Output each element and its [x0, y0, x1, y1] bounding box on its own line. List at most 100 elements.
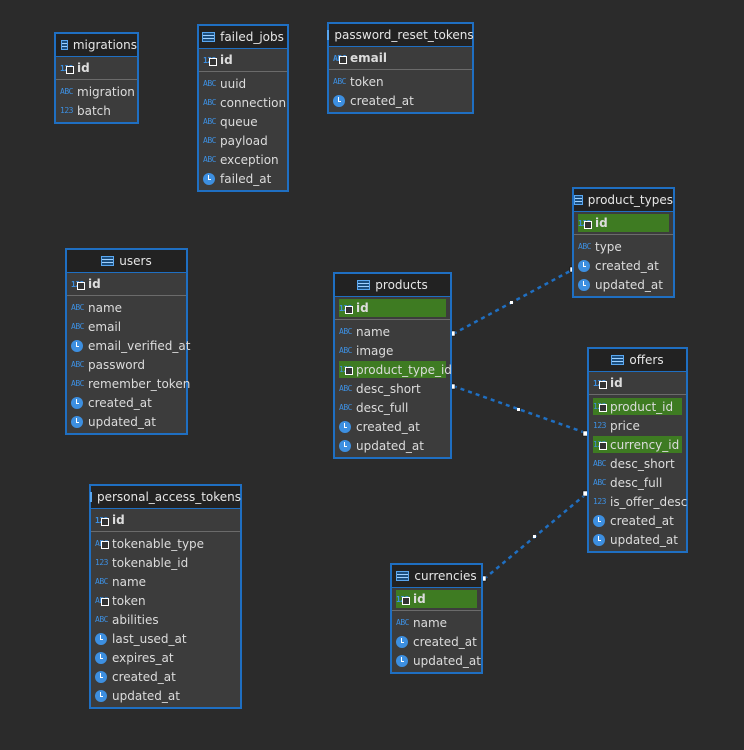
table-header[interactable]: password_reset_tokens: [327, 24, 474, 47]
table-header[interactable]: users: [67, 250, 186, 273]
table-header[interactable]: failed_jobs: [199, 26, 287, 49]
column-row[interactable]: ABCtokenable_type: [91, 534, 240, 553]
column-row[interactable]: email_verified_at: [67, 336, 190, 355]
key-icon: [599, 381, 607, 389]
table-icon: [611, 355, 625, 365]
column-row[interactable]: created_at: [392, 632, 481, 651]
table-icon: [101, 256, 115, 266]
fk-column-row[interactable]: 123product_type_id: [335, 360, 452, 379]
text-type-icon: ABC: [339, 403, 352, 412]
table-header[interactable]: personal_access_tokens: [89, 486, 241, 509]
column-row[interactable]: expires_at: [91, 648, 240, 667]
column-row[interactable]: created_at: [329, 91, 472, 110]
text-type-icon: ABC: [578, 242, 591, 251]
column-row[interactable]: created_at: [589, 511, 686, 530]
key-icon: [339, 56, 347, 64]
column-row[interactable]: created_at: [335, 417, 450, 436]
pk-row[interactable]: 123id: [574, 212, 673, 235]
table-title: failed_jobs: [220, 30, 284, 44]
table-title: users: [119, 254, 152, 268]
pk-row[interactable]: 123id: [335, 297, 450, 320]
table-title: product_types: [587, 193, 673, 207]
pk-row[interactable]: 123id: [199, 49, 287, 72]
clock-icon: [339, 420, 351, 433]
clock-icon: [203, 172, 215, 185]
text-type-icon: ABC: [339, 384, 352, 393]
pk-row[interactable]: 123id: [56, 57, 137, 80]
text-type-icon: ABC: [339, 327, 352, 336]
table-header[interactable]: offers: [589, 349, 686, 372]
clock-icon: [593, 533, 605, 546]
fk-column-row[interactable]: 123product_id: [589, 397, 686, 416]
column-row[interactable]: updated_at: [67, 412, 186, 431]
text-type-icon: ABC: [71, 322, 84, 331]
key-icon: [101, 541, 109, 549]
table-header[interactable]: products: [335, 274, 450, 297]
text-type-icon: ABC: [203, 79, 216, 88]
table-icon: [202, 32, 216, 42]
table-header[interactable]: product_types: [574, 189, 673, 212]
column-row[interactable]: updated_at: [91, 686, 240, 705]
table-title: offers: [629, 353, 664, 367]
key-icon: [584, 221, 592, 229]
clock-icon: [396, 654, 408, 667]
text-type-icon: ABC: [71, 303, 84, 312]
pk-row[interactable]: 123id: [67, 273, 186, 296]
column-row[interactable]: updated_at: [392, 651, 481, 670]
text-type-icon: ABC: [95, 577, 108, 586]
column-row[interactable]: created_at: [91, 667, 240, 686]
column-row[interactable]: created_at: [67, 393, 186, 412]
column-row[interactable]: updated_at: [574, 275, 673, 294]
key-icon: [345, 367, 353, 375]
column-row[interactable]: updated_at: [335, 436, 450, 455]
column-row[interactable]: failed_at: [199, 169, 287, 188]
column-row[interactable]: created_at: [574, 256, 673, 275]
pk-row[interactable]: 123id: [91, 509, 240, 532]
table-personal-access-tokens[interactable]: personal_access_tokens 123id ABCtokenabl…: [89, 484, 242, 709]
key-icon: [101, 598, 109, 606]
column-row[interactable]: updated_at: [589, 530, 686, 549]
table-header[interactable]: currencies: [392, 565, 481, 588]
text-type-icon: ABC: [71, 379, 84, 388]
table-header[interactable]: migrations: [56, 34, 137, 57]
column-row[interactable]: last_used_at: [91, 629, 240, 648]
pk-row[interactable]: 123id: [589, 372, 686, 395]
fk-column-row[interactable]: 123currency_id: [589, 435, 686, 454]
pk-row[interactable]: 123id: [392, 588, 481, 611]
